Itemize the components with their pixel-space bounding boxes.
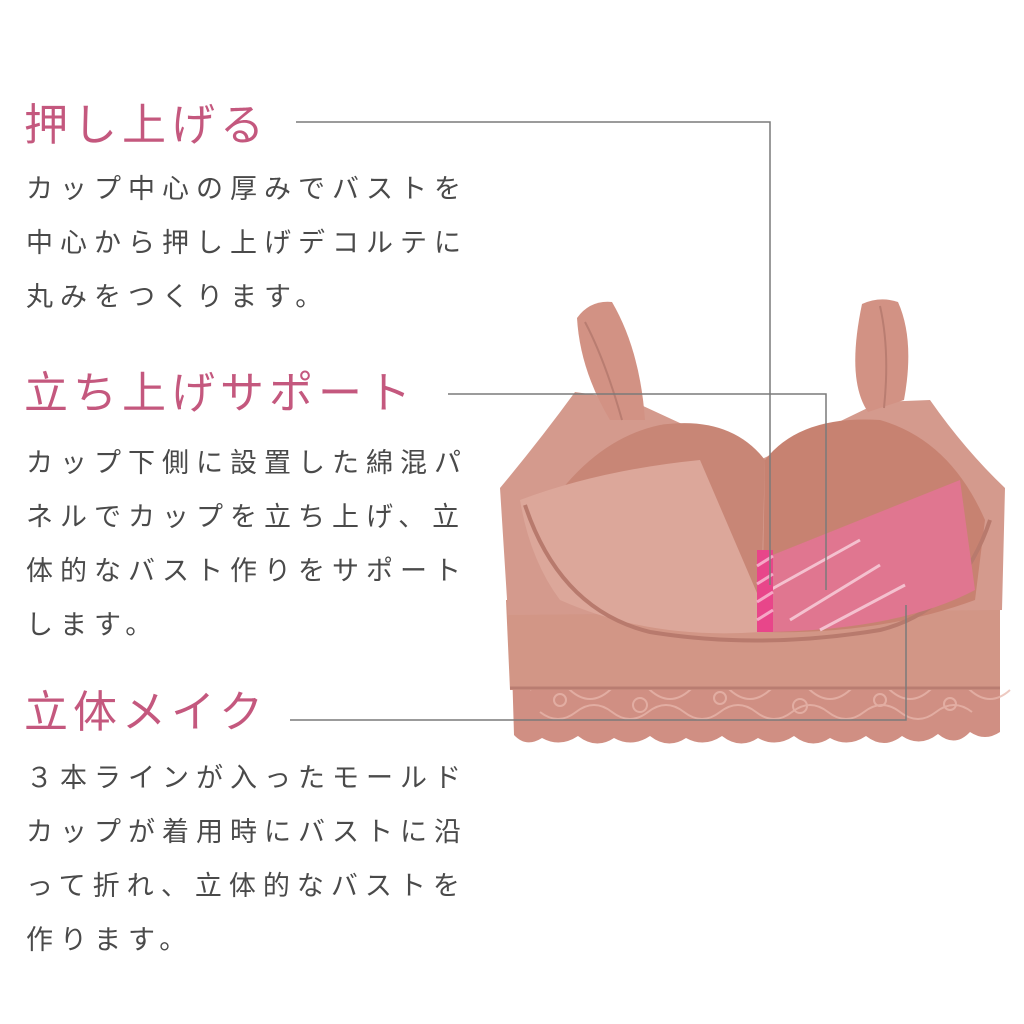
leader-line-3d-shape [290,605,907,721]
feature-description-push-up: カップ中心の厚みでバストを 中心から押し上げデコルテに 丸みをつくります。 [26,174,468,313]
leader-line-push-up [296,121,771,585]
left-strap [577,301,645,420]
feature-description-lift-support: カップ下側に設置した綿混パ ネルでカップを立ち上げ、立 体的なバスト作りをサポー… [26,448,468,641]
feature-title-3d-shape: 立体メイク [24,687,269,738]
feature-description-3d-shape: ３本ラインが入ったモールド カップが着用時にバストに沿 って折れ、立体的なバスト… [26,763,468,956]
right-strap [855,299,909,412]
support-panel [760,480,975,632]
feature-title-push-up: 押し上げる [24,100,269,151]
leader-lines [290,121,907,721]
feature-title-lift-support: 立ち上げサポート [24,368,416,419]
mold-lines [769,538,906,632]
leader-line-lift-support [448,393,827,590]
